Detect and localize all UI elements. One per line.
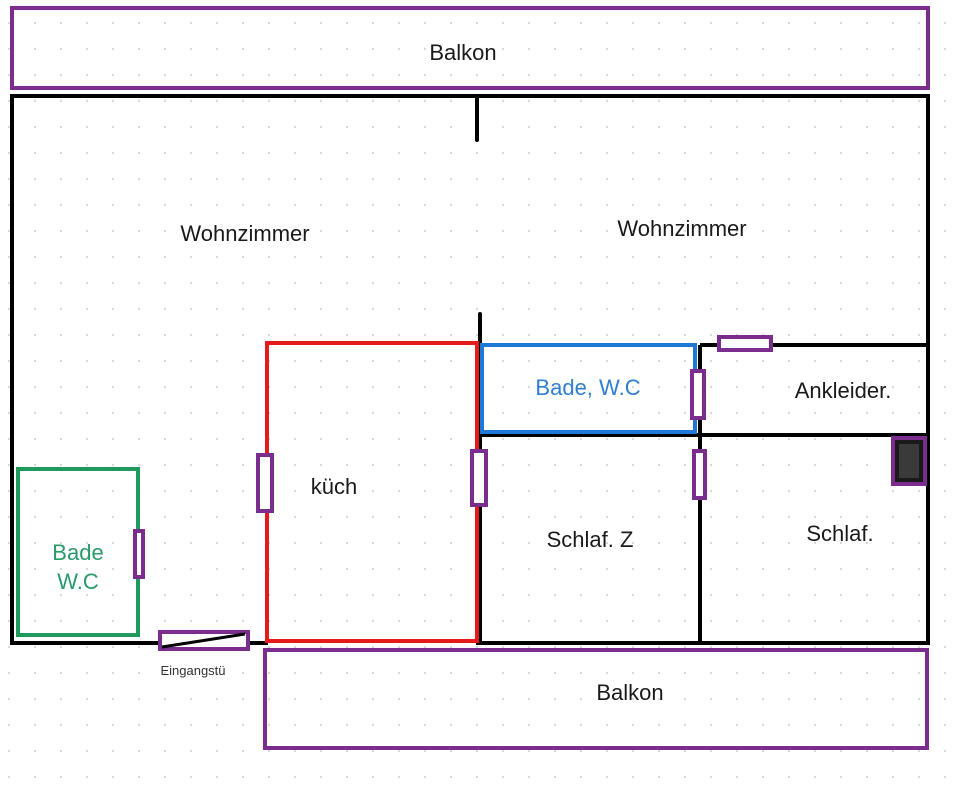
door-ankleide[interactable] — [717, 335, 773, 352]
door-kitchen-right[interactable] — [470, 449, 488, 507]
bade-wc-green-label-line2: W.C — [57, 569, 99, 594]
door-green-bath[interactable] — [133, 529, 145, 579]
door-blue-bath[interactable] — [690, 369, 706, 420]
entrance-door-swing — [161, 632, 246, 649]
bade-wc-blue-label: Bade, W.C — [535, 375, 640, 400]
bade-wc-green-label-line1: Bade — [52, 540, 103, 565]
balkon-top[interactable] — [10, 6, 930, 90]
balkon-top-label: Balkon — [429, 40, 496, 65]
schlaf-z-label: Schlaf. Z — [547, 527, 634, 552]
kueche-label: küch — [311, 474, 357, 499]
door-schlaf[interactable] — [692, 449, 707, 500]
shaft-icon — [891, 436, 927, 486]
balkon-bottom[interactable] — [263, 648, 929, 750]
wohnzimmer-right-label: Wohnzimmer — [617, 216, 746, 241]
outer-walls — [10, 94, 930, 645]
entrance-label: Eingangstü — [160, 663, 225, 678]
schlaf-label: Schlaf. — [806, 521, 873, 546]
door-kitchen-left[interactable] — [256, 453, 274, 513]
ankleide-label: Ankleider. — [795, 378, 892, 403]
wohnzimmer-left-label: Wohnzimmer — [180, 221, 309, 246]
doors — [133, 335, 773, 579]
entrance-door[interactable] — [158, 630, 250, 651]
balkon-bottom-label: Balkon — [596, 680, 663, 705]
